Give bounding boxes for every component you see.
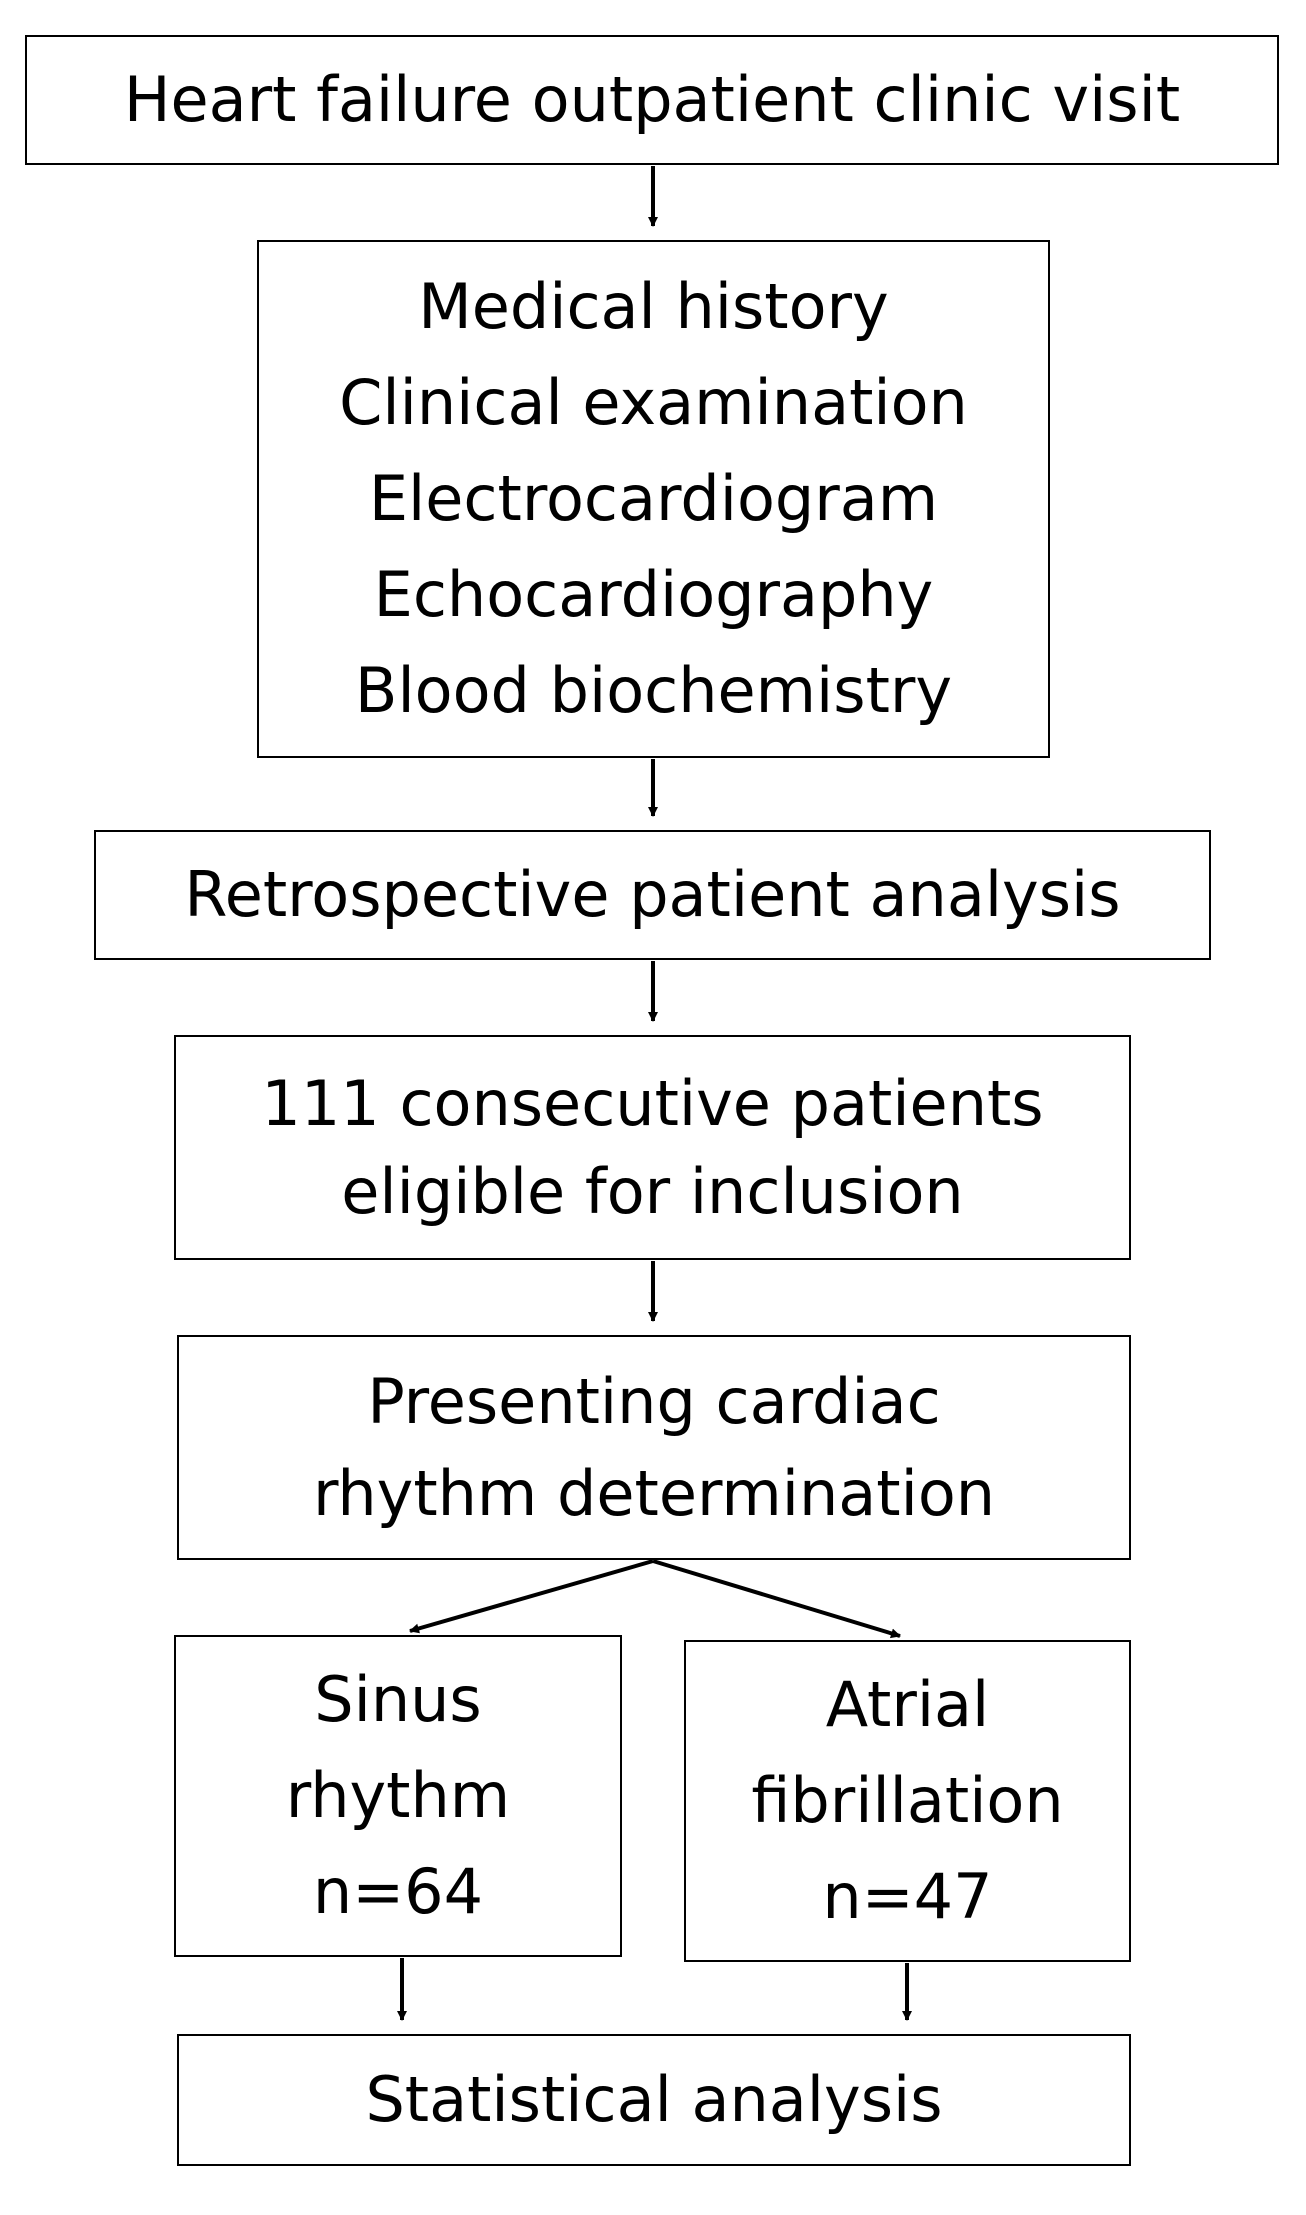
- atrial-fibrillation-line-1: Atrial: [825, 1668, 990, 1741]
- sinus-rhythm-count: n=64: [312, 1855, 484, 1928]
- retrospective-analysis-box: Retrospective patient analysis: [94, 830, 1211, 960]
- atrial-fibrillation-count: n=47: [822, 1860, 993, 1933]
- echocardiography-text: Echocardiography: [373, 558, 934, 631]
- eligible-patients-line-2: eligible for inclusion: [341, 1154, 964, 1228]
- medical-history-text: Medical history: [418, 270, 889, 343]
- eligible-patients-box: 111 consecutive patients eligible for in…: [174, 1035, 1131, 1260]
- arrow-rhythm-to-sinus: [409, 1559, 654, 1634]
- sinus-rhythm-box: Sinus rhythm n=64: [174, 1635, 622, 1957]
- sinus-rhythm-line-2: rhythm: [285, 1759, 511, 1832]
- statistical-analysis-text: Statistical analysis: [365, 2063, 943, 2136]
- electrocardiogram-text: Electrocardiogram: [368, 462, 939, 535]
- rhythm-determination-line-1: Presenting cardiac: [367, 1364, 941, 1438]
- retrospective-analysis-text: Retrospective patient analysis: [184, 858, 1121, 931]
- data-collection-box: Medical history Clinical examination Ele…: [257, 240, 1050, 758]
- clinical-examination-text: Clinical examination: [339, 366, 968, 439]
- clinic-visit-text: Heart failure outpatient clinic visit: [123, 63, 1181, 136]
- atrial-fibrillation-line-2: fibrillation: [751, 1764, 1064, 1837]
- sinus-rhythm-line-1: Sinus: [314, 1663, 482, 1736]
- blood-biochemistry-text: Blood biochemistry: [354, 654, 953, 727]
- rhythm-determination-line-2: rhythm determination: [312, 1456, 996, 1530]
- clinic-visit-box: Heart failure outpatient clinic visit: [25, 35, 1279, 165]
- rhythm-determination-box: Presenting cardiac rhythm determination: [177, 1335, 1131, 1560]
- arrow-rhythm-to-af: [652, 1559, 901, 1639]
- statistical-analysis-box: Statistical analysis: [177, 2034, 1131, 2166]
- eligible-patients-line-1: 111 consecutive patients: [261, 1066, 1044, 1140]
- atrial-fibrillation-box: Atrial fibrillation n=47: [684, 1640, 1131, 1962]
